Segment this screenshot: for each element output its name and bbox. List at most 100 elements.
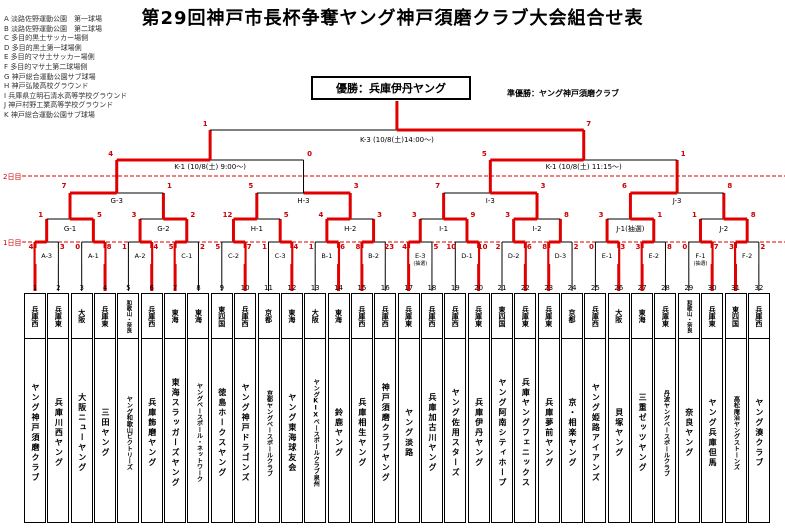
match-label: K-3 (10/8(土)14:00〜) bbox=[360, 135, 434, 144]
match-label: J-1(抽選) bbox=[615, 224, 645, 233]
team-name: 神戸須磨クラブヤング bbox=[381, 383, 391, 483]
match-label: K-1 (10/8(土) 9:00〜) bbox=[174, 162, 246, 171]
venue-item: K 神戸総合運動公園サブ球場 bbox=[4, 110, 95, 119]
match-label: E-1 bbox=[602, 252, 613, 260]
team-name: ヤング阿南シティホープ bbox=[498, 378, 507, 488]
match-label: A-1 bbox=[88, 252, 99, 260]
score-label: 3 bbox=[354, 182, 359, 190]
team-region: 京都 bbox=[562, 294, 583, 339]
match-label: G-3 bbox=[111, 197, 123, 205]
match-label: E-3 bbox=[415, 252, 426, 260]
team-region: 東四国 bbox=[492, 294, 512, 339]
match-label-bg bbox=[269, 248, 292, 264]
match-label: K-1 (10/8(土) 11:15〜) bbox=[546, 162, 622, 171]
team-region: 兵庫東 bbox=[655, 294, 676, 339]
team-number: 21 bbox=[497, 284, 507, 292]
page-title: 第29回神戸市長杯争奪ヤング神戸須磨クラブ大会組合せ表 bbox=[141, 8, 644, 29]
match-label-bg bbox=[129, 248, 152, 264]
match-label: H-3 bbox=[297, 197, 309, 205]
match-label-bg bbox=[409, 248, 432, 264]
team-name: 兵庫伊丹ヤング bbox=[474, 398, 484, 468]
runner-up-label: 準優勝：ヤング神戸須磨クラブ bbox=[507, 89, 619, 98]
venue-item: C 多目的黒土サッカー場側 bbox=[4, 34, 89, 43]
score-label: 1 bbox=[122, 243, 127, 251]
score-label: 5 bbox=[97, 211, 102, 219]
score-label: 9 bbox=[471, 211, 476, 219]
team-name: ヤングベースボール・ネットワーク bbox=[195, 383, 203, 483]
team-number: 28 bbox=[660, 284, 670, 292]
score-label: 0 bbox=[589, 243, 594, 251]
score-label: 5 bbox=[215, 243, 220, 251]
score-label: 3 bbox=[620, 243, 625, 251]
team-card: 和歌山・奈良ヤング和歌山ビクトリーズ bbox=[117, 293, 140, 523]
match-label: J-2 bbox=[718, 225, 728, 233]
team-region: 東海 bbox=[632, 294, 653, 339]
team-card: 兵庫東兵庫ヤングフェニックス bbox=[514, 293, 537, 523]
team-name: 三田ヤング bbox=[101, 408, 111, 458]
score-label: 4 bbox=[402, 243, 407, 251]
team-card: 東海ヤング東海球友会 bbox=[280, 293, 303, 523]
match-label-bg bbox=[596, 248, 619, 264]
team-name: ヤング佐用スターズ bbox=[451, 388, 461, 478]
score-label: 1 bbox=[203, 120, 208, 128]
score-label: 1 bbox=[692, 211, 697, 219]
score-label: 6 bbox=[622, 182, 627, 190]
team-region: 京都 bbox=[258, 294, 279, 339]
team-number: 23 bbox=[544, 284, 554, 292]
team-region: 兵庫東 bbox=[468, 294, 489, 339]
team-region: 兵庫東 bbox=[702, 294, 723, 339]
score-label: 2 bbox=[496, 243, 501, 251]
score-label: 8 bbox=[564, 211, 569, 219]
score-label: 7 bbox=[435, 182, 440, 190]
team-card: 兵庫西兵庫加古川ヤング bbox=[420, 293, 443, 523]
team-name: 兵庫加古川ヤング bbox=[427, 393, 437, 473]
match-label: I-3 bbox=[486, 197, 495, 205]
team-name: 兵庫ヤングフェニックス bbox=[521, 378, 531, 488]
team-card: 兵庫西兵庫相生ヤング bbox=[350, 293, 373, 523]
team-region: 兵庫西 bbox=[141, 294, 162, 339]
match-label-bg bbox=[455, 248, 478, 264]
team-name: 鈴鹿ヤング bbox=[334, 408, 344, 458]
team-card: 兵庫西兵庫飾磨ヤング bbox=[140, 293, 163, 523]
team-number: 16 bbox=[380, 284, 390, 292]
team-number: 32 bbox=[754, 284, 764, 292]
score-label: 8 bbox=[751, 211, 756, 219]
team-number: 27 bbox=[637, 284, 647, 292]
team-name: 兵庫相生ヤング bbox=[357, 398, 367, 468]
score-label: 3 bbox=[505, 211, 510, 219]
venue-item: I 兵庫県立明石清水高等学校グラウンド bbox=[4, 91, 128, 100]
team-card: 兵庫西ヤング湊クラブ bbox=[747, 293, 770, 523]
team-region: 兵庫西 bbox=[445, 294, 466, 339]
team-region: 東海 bbox=[188, 294, 209, 339]
match-label-bg bbox=[222, 248, 245, 264]
score-label: 3 bbox=[60, 243, 65, 251]
match-label: C-3 bbox=[275, 252, 286, 260]
match-label: G-1 bbox=[64, 225, 76, 233]
team-name: ヤング湊クラブ bbox=[754, 398, 764, 468]
score-label: 1 bbox=[681, 150, 686, 158]
team-number: 6 bbox=[149, 284, 154, 292]
match-label-bg bbox=[315, 248, 338, 264]
team-name: ヤングKIXベースボールクラブ泉州 bbox=[312, 379, 320, 487]
score-label: 5 bbox=[434, 243, 439, 251]
match-label-bg bbox=[549, 248, 572, 264]
team-card: 兵庫西ヤング神戸須磨クラブ bbox=[24, 293, 46, 523]
team-number: 8 bbox=[196, 284, 201, 292]
team-region: 和歌山・奈良 bbox=[678, 294, 699, 339]
team-number: 26 bbox=[614, 284, 624, 292]
team-card: 和歌山・奈良奈良ヤング bbox=[677, 293, 700, 523]
match-label-bg bbox=[82, 248, 105, 264]
score-label: 0 bbox=[682, 243, 687, 251]
match-label: C-1 bbox=[181, 252, 192, 260]
score-label: 3 bbox=[412, 211, 417, 219]
match-label: I-1 bbox=[439, 225, 448, 233]
team-region: 兵庫西 bbox=[585, 294, 606, 339]
team-region: 兵庫西 bbox=[351, 294, 372, 339]
team-region: 兵庫東 bbox=[515, 294, 536, 339]
score-label: 4 bbox=[108, 150, 113, 158]
match-label: B-2 bbox=[368, 252, 379, 260]
match-label: B-1 bbox=[321, 252, 332, 260]
team-region: 大阪 bbox=[71, 294, 92, 339]
team-number: 22 bbox=[520, 284, 530, 292]
